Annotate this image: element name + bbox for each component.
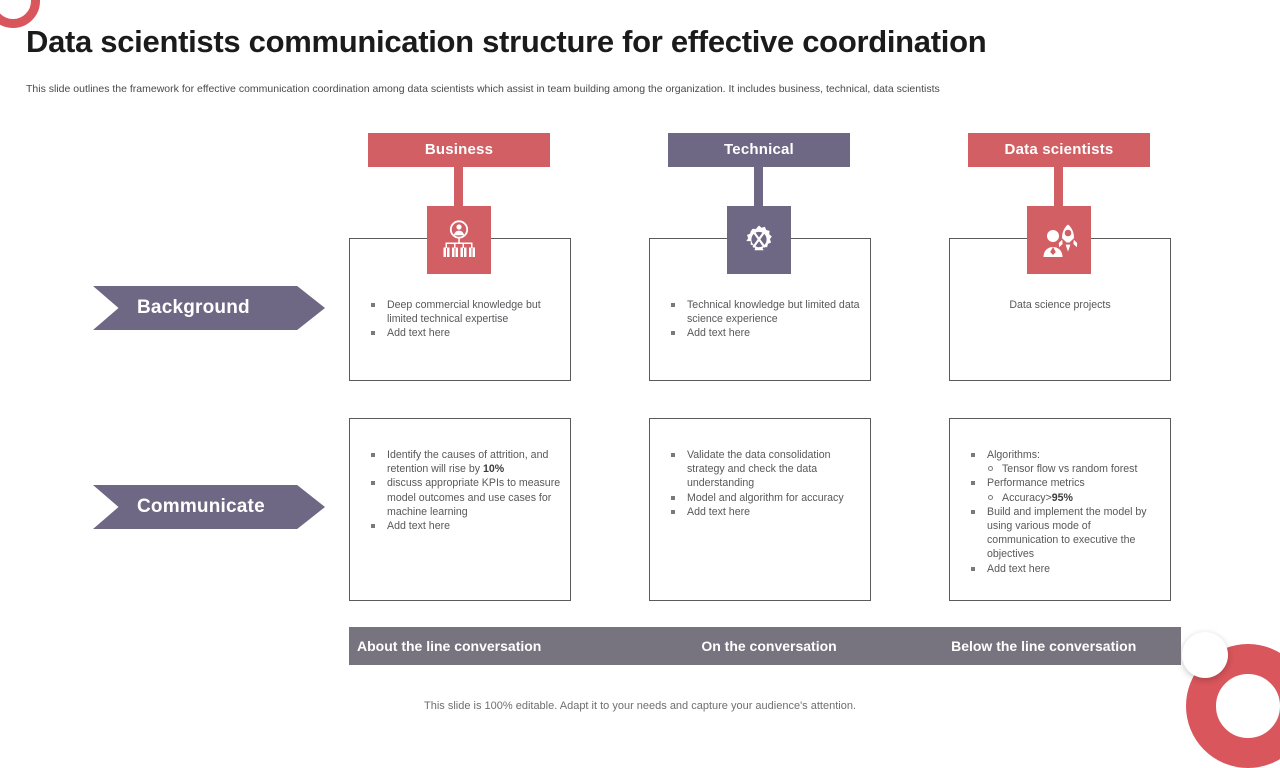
content-box-r2c1: [349, 418, 571, 601]
list-item: Add text here: [671, 505, 863, 519]
page-title: Data scientists communication structure …: [26, 24, 987, 59]
content-body-r2c2: Validate the data consolidation strategy…: [649, 448, 871, 519]
org-chart-icon: [427, 206, 491, 274]
list-item: Model and algorithm for accuracy: [671, 491, 863, 505]
conversation-label-1: About the line conversation: [357, 638, 542, 654]
list-item: Build and implement the model by using v…: [971, 505, 1163, 562]
column-connector-1: [454, 167, 463, 207]
gear-tools-icon: [727, 206, 791, 274]
list-item: Identify the causes of attrition, and re…: [371, 448, 563, 476]
decorative-circle-bottom-right: [1182, 632, 1228, 678]
list-item: Add text here: [371, 326, 563, 340]
cell-list-r1c1: Deep commercial knowledge but limited te…: [349, 298, 571, 341]
sub-list: Accuracy>95%: [987, 491, 1163, 505]
content-body-r1c3: Data science projects: [949, 298, 1171, 312]
content-body-r1c1: Deep commercial knowledge but limited te…: [349, 298, 571, 341]
list-item: Add text here: [971, 562, 1163, 576]
footer-note: This slide is 100% editable. Adapt it to…: [424, 700, 856, 712]
content-body-r1c2: Technical knowledge but limited data sci…: [649, 298, 871, 341]
column-connector-2: [754, 167, 763, 207]
conversation-bar: About the line conversation On the conve…: [349, 627, 1181, 665]
person-rocket-icon: [1027, 206, 1091, 274]
list-item: Algorithms:Tensor flow vs random forest: [971, 448, 1163, 476]
list-item: Add text here: [371, 519, 563, 533]
list-item: Deep commercial knowledge but limited te…: [371, 298, 563, 326]
column-header-1: Business: [368, 133, 550, 167]
list-item: Validate the data consolidation strategy…: [671, 448, 863, 491]
sub-list-item: Tensor flow vs random forest: [987, 462, 1163, 476]
conversation-label-2: On the conversation: [701, 638, 837, 654]
column-connector-3: [1054, 167, 1063, 207]
content-body-r2c1: Identify the causes of attrition, and re…: [349, 448, 571, 533]
sub-list: Tensor flow vs random forest: [987, 462, 1163, 476]
list-item: discuss appropriate KPIs to measure mode…: [371, 476, 563, 519]
page-subtitle: This slide outlines the framework for ef…: [26, 83, 940, 95]
content-box-r2c3: [949, 418, 1171, 601]
sub-list-item: Accuracy>95%: [987, 491, 1163, 505]
list-item: Add text here: [671, 326, 863, 340]
decorative-ring-top-left: [0, 0, 40, 28]
row-label-communicate: Communicate: [93, 485, 325, 529]
list-item: Technical knowledge but limited data sci…: [671, 298, 863, 326]
column-header-3: Data scientists: [968, 133, 1150, 167]
conversation-label-3: Below the line conversation: [951, 638, 1137, 654]
cell-text-r1c3: Data science projects: [1009, 299, 1111, 311]
cell-list-r2c1: Identify the causes of attrition, and re…: [349, 448, 571, 533]
row-label-background: Background: [93, 286, 325, 330]
cell-list-r1c2: Technical knowledge but limited data sci…: [649, 298, 871, 341]
content-box-r2c2: [649, 418, 871, 601]
cell-list-r2c2: Validate the data consolidation strategy…: [649, 448, 871, 519]
column-header-2: Technical: [668, 133, 850, 167]
